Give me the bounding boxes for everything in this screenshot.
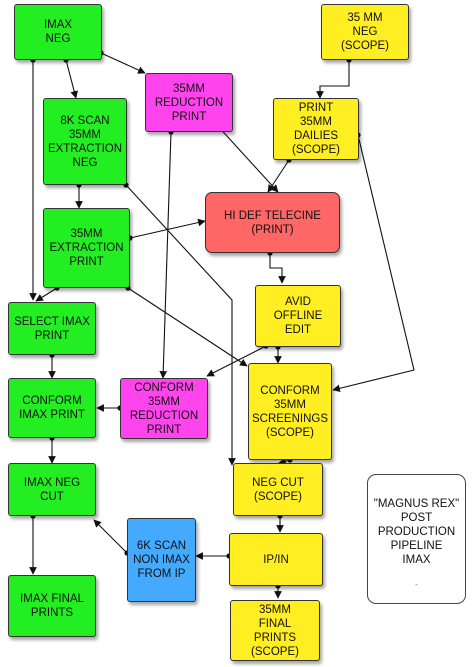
node-print-35mm-dailies: PRINT 35MM DAILIES (SCOPE) xyxy=(273,98,359,160)
diagram-title-note: "MAGNUS REX" POST PRODUCTION PIPELINE IM… xyxy=(367,474,466,604)
edge-telecine-to-avid xyxy=(269,253,286,284)
edge-dailies-to-telecine xyxy=(267,159,290,193)
node-imax-final-prints: IMAX FINAL PRINTS xyxy=(8,575,96,637)
node-neg-cut-scope: NEG CUT (SCOPE) xyxy=(233,463,323,516)
node-35mm-extraction-print: 35MM EXTRACTION PRINT xyxy=(43,208,130,288)
node-imax-neg-cut: IMAX NEG CUT xyxy=(8,463,96,516)
edge-extraction-to-select xyxy=(35,287,58,302)
note-dash: - xyxy=(415,580,418,589)
node-hi-def-telecine: HI DEF TELECINE (PRINT) xyxy=(205,192,340,253)
edge-imaxneg-to-reduction xyxy=(100,52,146,74)
edge-extraction-to-telecine xyxy=(129,218,206,239)
node-conform-35mm-screenings: CONFORM 35MM SCREENINGS (SCOPE) xyxy=(248,363,332,460)
edge-35neg-to-dailies xyxy=(316,60,350,99)
edge-6k-to-imaxcut xyxy=(93,519,128,554)
node-6k-scan-non-imax: 6K SCAN NON IMAX FROM IP xyxy=(127,518,196,602)
node-35mm-final-prints: 35MM FINAL PRINTS (SCOPE) xyxy=(230,600,320,661)
node-35mm-reduction-print: 35MM REDUCTION PRINT xyxy=(145,73,233,132)
node-select-imax-print: SELECT IMAX PRINT xyxy=(8,302,96,355)
edge-imaxneg-to-8kscan xyxy=(65,59,78,99)
node-ip-in: IP/IN xyxy=(229,533,323,586)
edge-dailies-to-screenings xyxy=(332,134,415,393)
edge-extraction-to-screenings xyxy=(127,287,248,367)
node-8k-scan-extraction-neg: 8K SCAN 35MM EXTRACTION NEG xyxy=(43,98,127,185)
note-title: "MAGNUS REX" POST PRODUCTION PIPELINE IM… xyxy=(373,498,460,566)
node-35mm-neg-scope: 35 MM NEG (SCOPE) xyxy=(321,4,409,60)
node-imax-neg: IMAX NEG xyxy=(14,4,102,60)
edge-reduction-to-conformred xyxy=(159,131,172,379)
node-conform-imax-print: CONFORM IMAX PRINT xyxy=(8,378,96,438)
node-conform-35mm-reduction-print: CONFORM 35MM REDUCTION PRINT xyxy=(120,378,208,439)
node-avid-offline-edit: AVID OFFLINE EDIT xyxy=(255,285,341,347)
